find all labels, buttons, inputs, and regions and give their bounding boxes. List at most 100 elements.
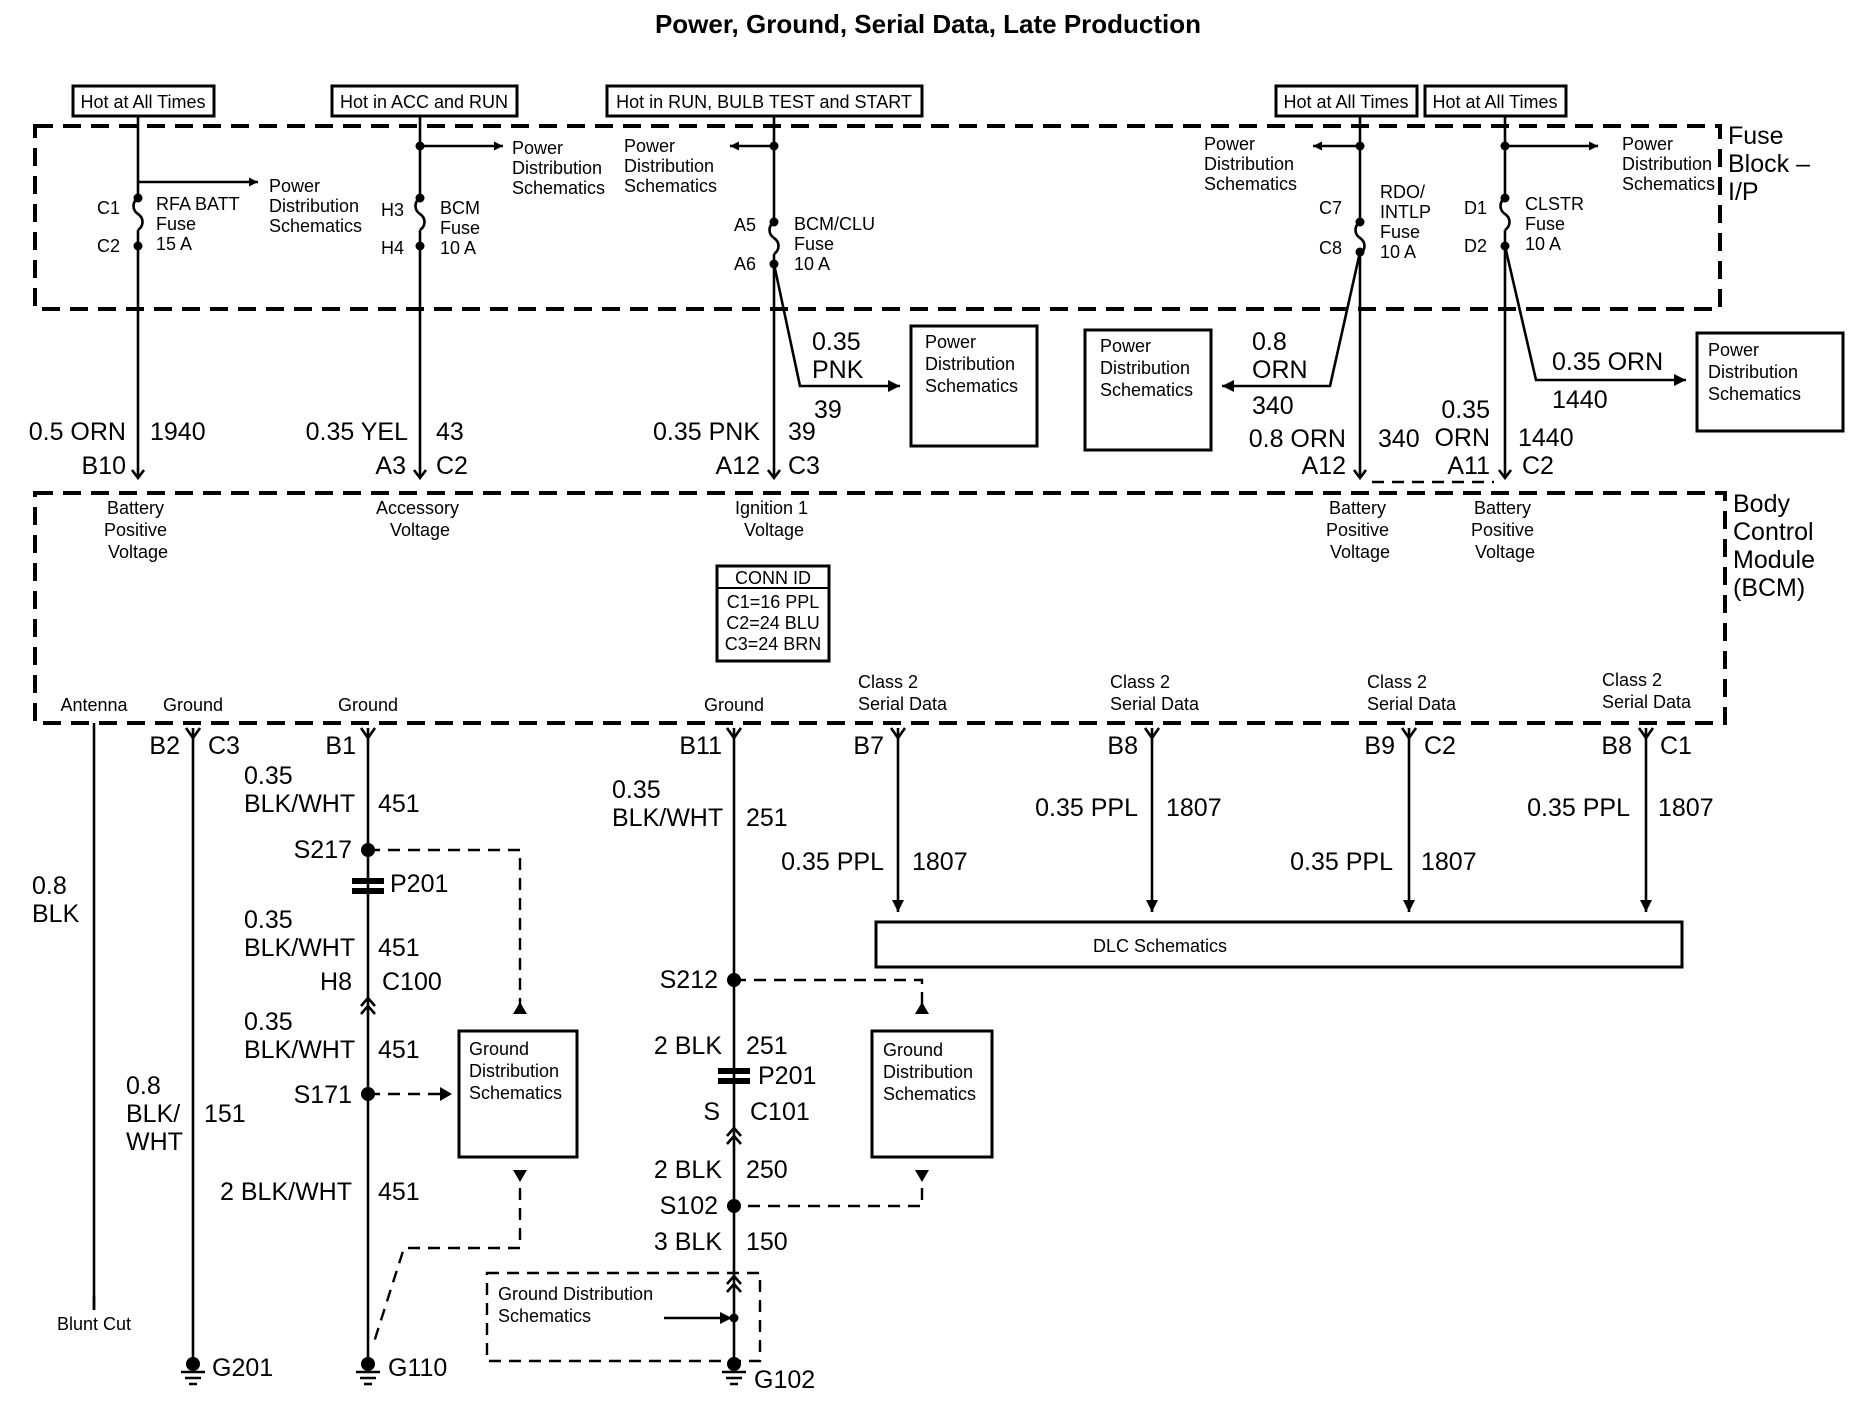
wire-340: 0.8 ORN 340 A12 0.8 ORN 340 Power Distri… bbox=[1083, 251, 1420, 481]
fuse-block-label: Fuse Block – I/P bbox=[1728, 122, 1817, 206]
bcm-class2-2: Class 2 Serial Data bbox=[1110, 672, 1200, 714]
svg-text:RDO/ INTLP Fuse: RDO/ INTLP Fuse 10 A bbox=[1380, 182, 1436, 262]
wire-151-g201: B2 C3 0.8 BLK/ WHT 151 G201 bbox=[126, 727, 273, 1386]
svg-text:P201: P201 bbox=[758, 1062, 816, 1090]
svg-text:Power Distribution: Power Distribution Schematics bbox=[1204, 134, 1299, 194]
svg-text:1440: 1440 bbox=[1552, 386, 1608, 414]
svg-text:0.35: 0.35 bbox=[1441, 396, 1490, 424]
svg-text:Ground Distribution: Ground Distribution Schematics bbox=[883, 1040, 978, 1104]
svg-text:B11: B11 bbox=[679, 732, 722, 760]
bcm-antenna: Antenna bbox=[60, 695, 128, 715]
wire-1807-b7: B7 0.35 PPL 1807 bbox=[781, 727, 968, 912]
svg-text:H4: H4 bbox=[381, 238, 404, 258]
wire-39: 0.35 PNK 39 A12 C3 0.35 PNK 39 Power Dis… bbox=[653, 263, 1039, 481]
svg-text:1807: 1807 bbox=[912, 848, 968, 876]
svg-text:0.35 ORN: 0.35 ORN bbox=[1552, 348, 1663, 376]
svg-text:A3: A3 bbox=[375, 452, 406, 480]
svg-text:C2: C2 bbox=[1424, 732, 1456, 760]
svg-text:B10: B10 bbox=[82, 452, 126, 480]
svg-text:Hot at All Times: Hot at All Times bbox=[1283, 92, 1408, 112]
svg-text:G110: G110 bbox=[388, 1354, 447, 1382]
svg-text:0.35 BLK/WHT: 0.35 BLK/WHT bbox=[612, 776, 723, 832]
svg-text:Power Distribution: Power Distribution Schematics bbox=[269, 176, 364, 236]
svg-text:251: 251 bbox=[746, 1032, 788, 1060]
svg-text:H8: H8 bbox=[320, 968, 352, 996]
svg-text:451: 451 bbox=[378, 1036, 420, 1064]
bcm-class2-3: Class 2 Serial Data bbox=[1367, 672, 1457, 714]
svg-text:C100: C100 bbox=[382, 968, 442, 996]
svg-text:ORN: ORN bbox=[1434, 424, 1490, 452]
svg-text:CONN ID: CONN ID bbox=[735, 568, 811, 588]
svg-text:C2: C2 bbox=[1522, 452, 1554, 480]
svg-text:A12: A12 bbox=[1302, 452, 1346, 480]
svg-text:Blunt Cut: Blunt Cut bbox=[57, 1314, 131, 1334]
svg-text:DLC Schematics: DLC Schematics bbox=[1093, 936, 1227, 956]
svg-text:39: 39 bbox=[788, 418, 816, 446]
wire-1440: 0.35 ORN 1440 A11 C2 0.35 ORN 1440 Power… bbox=[1434, 245, 1845, 481]
svg-text:Power Distribution: Power Distribution Schematics bbox=[624, 136, 719, 196]
bcm-outline bbox=[33, 491, 1727, 725]
svg-text:S217: S217 bbox=[294, 836, 352, 864]
svg-text:S102: S102 bbox=[660, 1192, 718, 1220]
wire-251-g102: B11 0.35 BLK/WHT 251 S212 2 BLK 251 P201… bbox=[612, 727, 816, 1394]
wire-1807-b8: B8 0.35 PPL 1807 bbox=[1035, 727, 1222, 912]
svg-text:0.5 ORN: 0.5 ORN bbox=[29, 418, 126, 446]
svg-text:0.35 PNK: 0.35 PNK bbox=[812, 328, 868, 384]
svg-text:151: 151 bbox=[204, 1100, 246, 1128]
svg-text:C1: C1 bbox=[97, 198, 120, 218]
svg-text:H3: H3 bbox=[381, 200, 404, 220]
wire-1807-b8-c1: B8 C1 0.35 PPL 1807 bbox=[1527, 727, 1714, 912]
bcm-accessory-voltage: Accessory Voltage bbox=[376, 498, 464, 540]
bcm-ignition-voltage: Ignition 1 Voltage bbox=[735, 498, 813, 540]
svg-text:0.35 PNK: 0.35 PNK bbox=[653, 418, 760, 446]
bcm-label: Body Control Module (BCM) bbox=[1733, 490, 1822, 602]
svg-text:0.35 YEL: 0.35 YEL bbox=[306, 418, 409, 446]
svg-text:150: 150 bbox=[746, 1228, 788, 1256]
wire-451-g110: B1 0.35 BLK/WHT 451 S217 P201 0.35 BLK/W… bbox=[220, 727, 448, 1386]
svg-text:C1: C1 bbox=[1660, 732, 1692, 760]
svg-text:0.35 PPL: 0.35 PPL bbox=[1290, 848, 1393, 876]
svg-text:D2: D2 bbox=[1464, 236, 1487, 256]
svg-text:Hot in ACC and RUN: Hot in ACC and RUN bbox=[340, 92, 508, 112]
svg-text:B7: B7 bbox=[853, 732, 884, 760]
svg-text:Hot in RUN, BULB TEST and STAR: Hot in RUN, BULB TEST and START bbox=[616, 92, 912, 112]
hot-label-rdo: Hot at All Times bbox=[1274, 84, 1419, 118]
svg-text:B1: B1 bbox=[325, 732, 356, 760]
fuse-bcm: H3 H4 BCM Fuse 10 A Power Distribution S… bbox=[381, 116, 607, 258]
ground-dist-g110: Ground Distribution Schematics bbox=[368, 848, 579, 1343]
svg-text:C101: C101 bbox=[750, 1098, 810, 1126]
svg-text:1807: 1807 bbox=[1658, 794, 1714, 822]
svg-text:Power Distribution: Power Distribution Schematics bbox=[1708, 340, 1803, 404]
svg-text:C3: C3 bbox=[788, 452, 820, 480]
svg-text:0.8 BLK/ WHT: 0.8 BLK/ WHT bbox=[126, 1072, 187, 1156]
svg-text:0.35 PPL: 0.35 PPL bbox=[1035, 794, 1138, 822]
svg-text:1807: 1807 bbox=[1166, 794, 1222, 822]
svg-text:2 BLK: 2 BLK bbox=[654, 1156, 722, 1184]
svg-text:C3: C3 bbox=[208, 732, 240, 760]
svg-text:43: 43 bbox=[436, 418, 464, 446]
svg-text:0.8 BLK: 0.8 BLK bbox=[32, 872, 80, 928]
svg-text:0.35 PPL: 0.35 PPL bbox=[1527, 794, 1630, 822]
svg-text:Power Distribution: Power Distribution Schematics bbox=[512, 138, 607, 198]
wire-1807-b9: B9 C2 0.35 PPL 1807 bbox=[1290, 727, 1477, 912]
svg-text:B9: B9 bbox=[1364, 732, 1395, 760]
svg-text:C1=16 PPL: C1=16 PPL bbox=[727, 592, 820, 612]
svg-text:Power Distribution: Power Distribution Schematics bbox=[925, 332, 1020, 396]
svg-text:CLSTR Fuse 10 A: CLSTR Fuse 10 A bbox=[1525, 194, 1589, 254]
svg-text:RFA BATT Fuse 15 A: RFA BATT Fuse 15 A bbox=[156, 194, 244, 254]
bcm-battery-positive-2: Battery Positive Voltage bbox=[1326, 498, 1394, 562]
fuse-rdo-intlp: C7 C8 RDO/ INTLP Fuse 10 A Power Distrib… bbox=[1204, 116, 1436, 262]
svg-text:451: 451 bbox=[378, 1178, 420, 1206]
svg-text:C7: C7 bbox=[1319, 198, 1342, 218]
bcm-class2-1: Class 2 Serial Data bbox=[858, 672, 948, 714]
svg-text:C3=24 BRN: C3=24 BRN bbox=[725, 634, 822, 654]
svg-text:251: 251 bbox=[746, 804, 788, 832]
fuse-rfa-batt: C1 C2 RFA BATT Fuse 15 A Power Distribut… bbox=[97, 116, 364, 256]
svg-text:A12: A12 bbox=[716, 452, 760, 480]
svg-text:A6: A6 bbox=[734, 254, 756, 274]
svg-text:BCM Fuse 10 A: BCM Fuse 10 A bbox=[440, 198, 485, 258]
svg-text:B2: B2 bbox=[149, 732, 180, 760]
svg-text:Power Distribution: Power Distribution Schematics bbox=[1622, 134, 1717, 194]
wire-43: 0.35 YEL 43 A3 C2 bbox=[306, 246, 468, 481]
